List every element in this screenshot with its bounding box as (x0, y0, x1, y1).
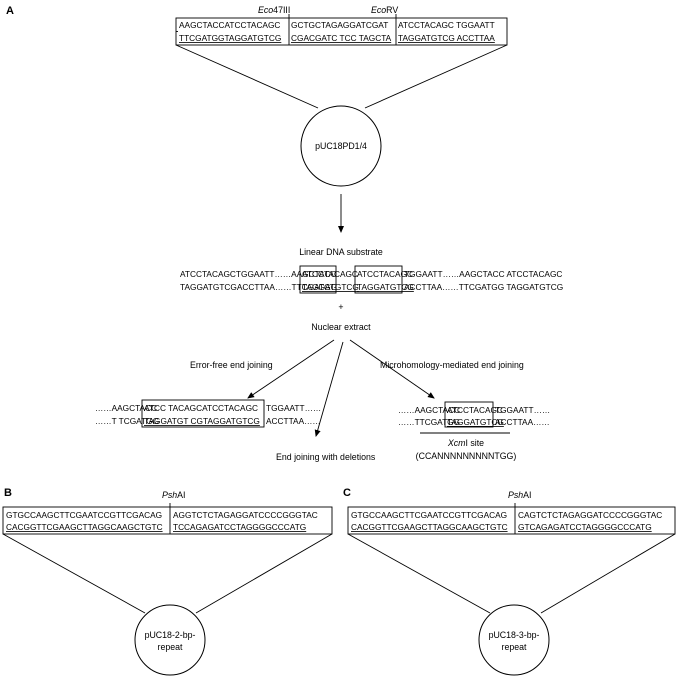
arrow-mmej (349, 339, 435, 399)
linear-right-top-box: ATCCTACAGC (357, 269, 413, 279)
mmej-box (444, 401, 494, 428)
linear-left-bottom-box: TAGGATGTCG (302, 282, 359, 292)
mmej-top-box: ATCCTACAGC (447, 405, 503, 415)
error-free-label: Error-free end joining (190, 360, 273, 370)
plus-sign: + (338, 302, 343, 312)
panel-label-a: A (6, 5, 14, 17)
panel-c-top-left: GTGCCAAGCTTCGAATCCGTTCGACAG (351, 510, 507, 520)
pshai-label-c: PshAI (508, 490, 531, 500)
panel-c-funnel-right (540, 533, 676, 614)
panel-c-bottom-right: GTCAGAGATCCTAGGGGCCCATG (518, 522, 652, 532)
linear-left-bottom: TAGGATGTCGACCTTAA……TTCGATGG (180, 282, 337, 292)
linear-right-bottom: ACCTTAA……TTCGATGG TAGGATGTCG (404, 282, 563, 292)
error-free-bottom-box: TAGGATGT CGTAGGATGTCG (144, 416, 260, 426)
plasmid-circle-2bp (134, 604, 206, 676)
plasmid-label-pd14: pUC18PD1/4 (315, 141, 367, 151)
plasmid-label-2bp-line1: pUC18-2-bp- (145, 630, 196, 640)
mmej-bottom-right: ACCTTAA…… (495, 417, 550, 427)
panel-b-sequence-box (2, 506, 333, 535)
top-seq-3: ATCCTACAGC TGGAATT (398, 20, 495, 30)
panel-b-funnel-right (195, 533, 333, 614)
mmej-bottom-left: ……TTCGATGG (398, 417, 460, 427)
panel-b-bottom-left: CACGGTTCGAAGCTTAGGCAAGCTGTC (6, 522, 163, 532)
linear-left-top-box: ATCCTACAGC (302, 269, 358, 279)
panel-c-sequence-box (347, 506, 676, 535)
mmej-top-left: ……AAGCTACC (398, 405, 460, 415)
panel-c-top-right: CAGTCTCTAGAGGATCCCCGGGTAC (518, 510, 662, 520)
xcmi-site-label: XcmI site (447, 438, 484, 448)
error-free-top-right: TGGAATT…… (266, 403, 321, 413)
linear-left-top: ATCCTACAGCTGGAATT……AAGCTACC (180, 269, 337, 279)
panel-b-top-right: AGGTCTCTAGAGGATCCCCGGGTAC (173, 510, 318, 520)
error-free-top-box: ATCC TACAGCATCCTACAGC (144, 403, 258, 413)
nuclear-extract-label: Nuclear extract (311, 322, 371, 332)
panel-label-c: C (343, 487, 351, 499)
panel-b-top-left: GTGCCAAGCTTCGAATCCGTTCGACAG (6, 510, 162, 520)
enzyme-label-ecorv: EcoRV (371, 5, 398, 15)
linear-right-top: TGGAATT……AAGCTACC ATCCTACAGC (404, 269, 562, 279)
plasmid-label-2bp-line2: repeat (158, 642, 183, 652)
bottom-seq-1: TTCGATGGTAGGATGTCG (179, 33, 281, 43)
linear-left-box (299, 265, 337, 294)
top-seq-1: AAGCTACCATCCTACAGC (179, 20, 280, 30)
bottom-seq-3: TAGGATGTCG ACCTTAA (398, 33, 495, 43)
xcmi-site-sequence: (CCANNNNNNNNNTGG) (416, 451, 517, 461)
funnel-left-line (175, 44, 319, 109)
top-seq-2: GCTGCTAGAGGATCGAT (291, 20, 388, 30)
mmej-label: Microhomology-mediated end joining (380, 360, 524, 370)
panel-c-bottom-left: CACGGTTCGAAGCTTAGGCAAGCTGTC (351, 522, 508, 532)
pshai-label-b: PshAI (162, 490, 185, 500)
bottom-seq-2: CGACGATC TCC TAGCTA (291, 33, 392, 43)
mmej-bottom-box: TAGGATGTCG (447, 417, 504, 427)
panel-label-b: B (4, 487, 12, 499)
linear-substrate-label: Linear DNA substrate (299, 247, 383, 257)
error-free-box (141, 399, 265, 428)
plasmid-circle-pd14 (300, 105, 382, 187)
arrow-deletions (314, 341, 344, 437)
plasmid-label-3bp-line2: repeat (502, 642, 527, 652)
funnel-right-line (364, 44, 508, 109)
plasmid-label-3bp-line1: pUC18-3-bp- (489, 630, 540, 640)
linear-right-box (354, 265, 403, 294)
enzyme-label-eco47iii: Eco47III (258, 5, 290, 15)
panel-b-funnel-left (2, 533, 146, 614)
error-free-bottom-left: ……T TCGATGG (95, 416, 159, 426)
panel-c-funnel-left (347, 533, 491, 614)
panel-b-bottom-right: TCCAGAGATCCTAGGGGCCCATG (173, 522, 306, 532)
error-free-bottom-right: ACCTTAA…… (266, 416, 321, 426)
mmej-top-right: TGGAATT…… (495, 405, 550, 415)
arrow-error-free (247, 339, 335, 399)
error-free-top-left: ……AAGCTACC (95, 403, 157, 413)
plasmid-circle-3bp (478, 604, 550, 676)
linear-right-bottom-box: TAGGATGTCG (357, 282, 414, 292)
deletions-label: End joining with deletions (276, 452, 376, 462)
